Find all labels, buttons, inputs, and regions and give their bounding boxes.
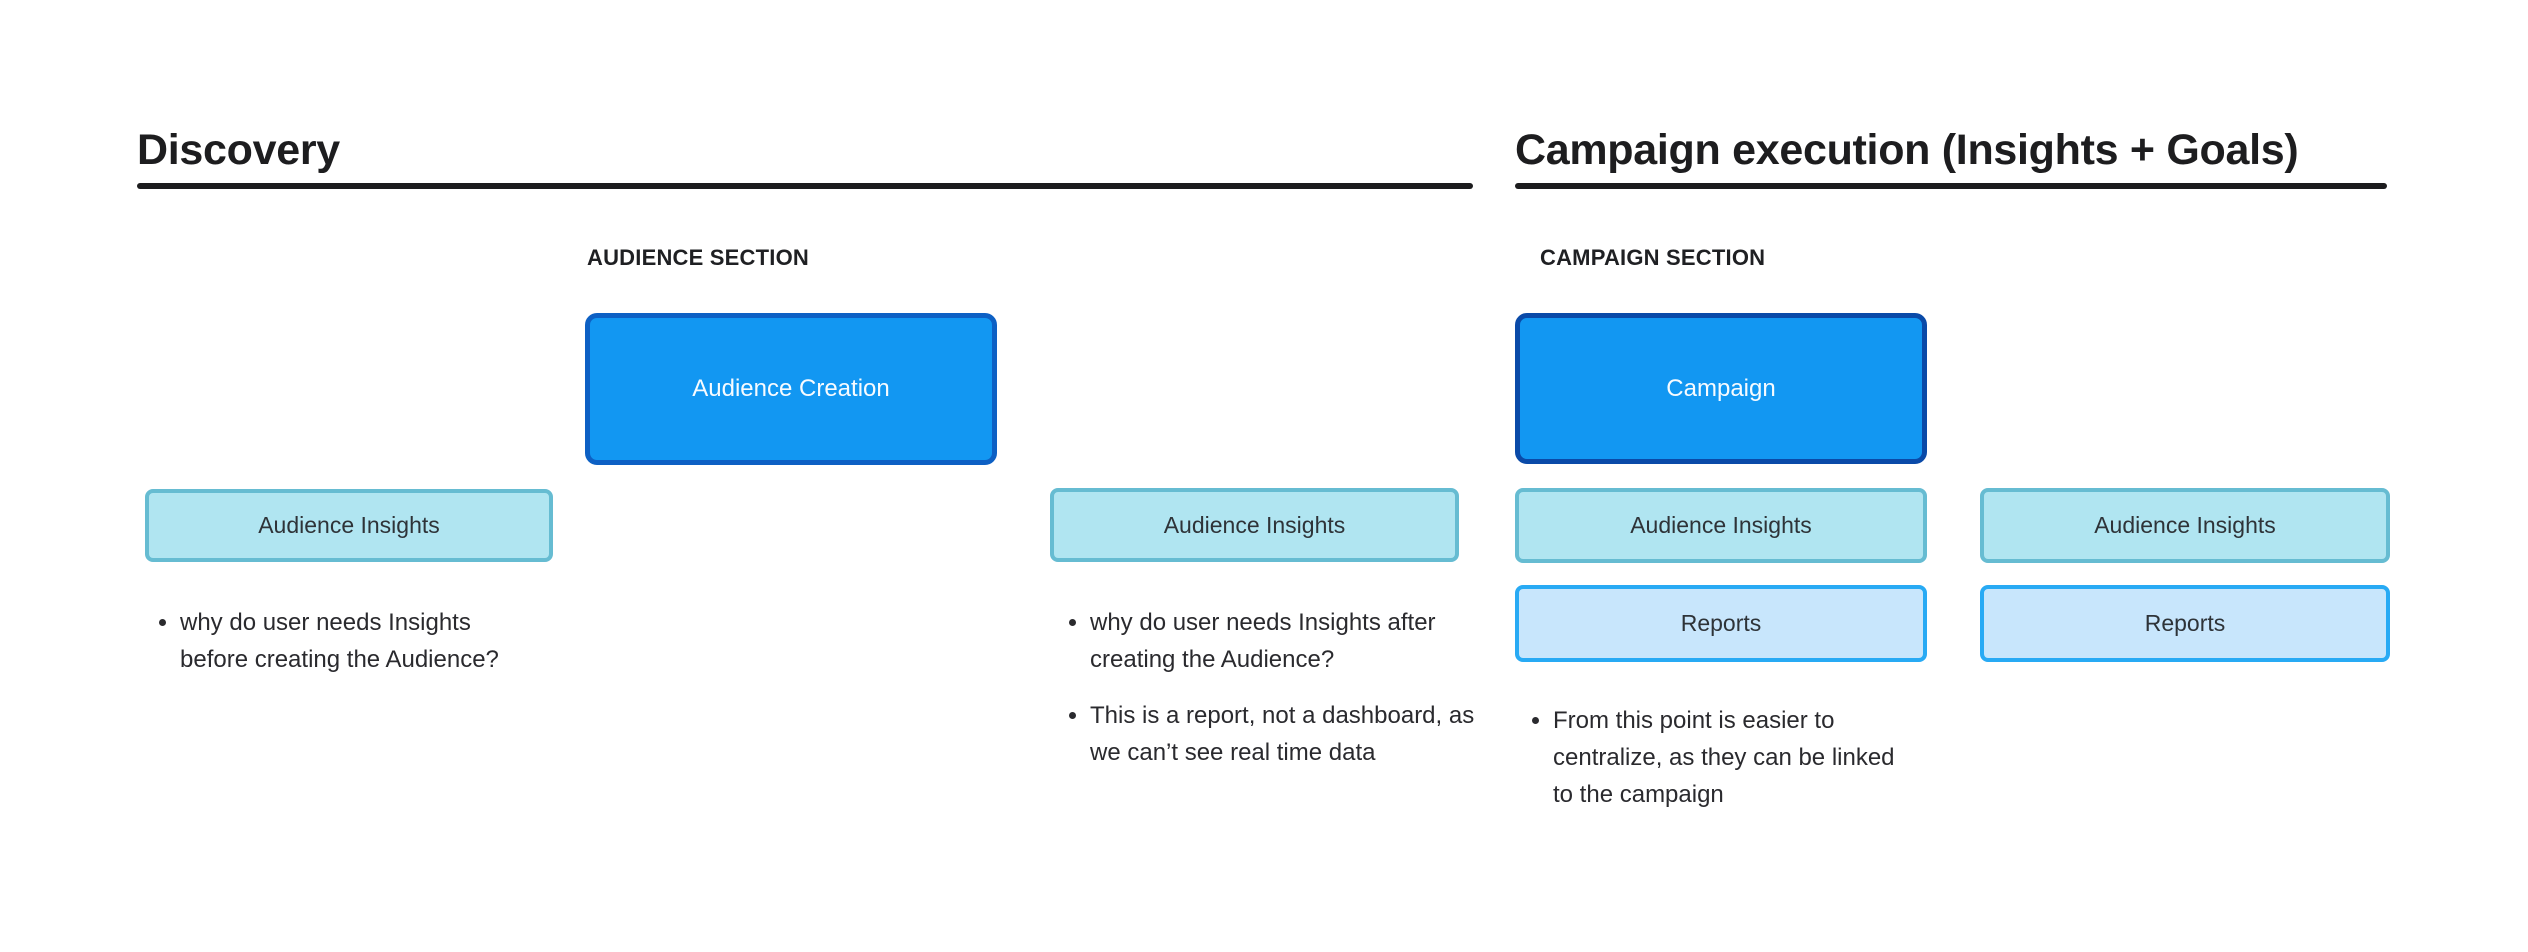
note-item: why do user needs Insights before creati…: [180, 604, 525, 678]
audience-insights-label: Audience Insights: [1163, 511, 1346, 538]
section-divider-discovery: [137, 183, 1473, 189]
subsection-label-audience-section: AUDIENCE SECTION: [587, 245, 809, 270]
audience-insights-label: Audience Insights: [258, 512, 440, 538]
audience-creation-box[interactable]: Audience Creation: [585, 313, 997, 465]
audience-insights-box-discovery-right[interactable]: Audience Insights: [1050, 488, 1459, 562]
reports-box-campaign-left[interactable]: Reports: [1515, 585, 1927, 662]
note-item: why do user needs Insights after creatin…: [1090, 604, 1485, 678]
audience-insights-box-discovery-left[interactable]: Audience Insights: [145, 489, 553, 562]
campaign-box[interactable]: Campaign: [1515, 313, 1927, 464]
notes-insights-after: why do user needs Insights after creatin…: [1060, 604, 1485, 771]
reports-box-campaign-right[interactable]: Reports: [1980, 585, 2390, 662]
audience-insights-box-campaign-left[interactable]: Audience Insights: [1515, 488, 1927, 563]
section-title-campaign-execution: Campaign execution (Insights + Goals): [1515, 126, 2299, 174]
section-divider-campaign-execution: [1515, 183, 2387, 189]
note-item: From this point is easier to centralize,…: [1553, 702, 1918, 813]
section-title-discovery: Discovery: [137, 126, 340, 174]
audience-insights-label: Audience Insights: [1630, 512, 1812, 538]
notes-insights-before: why do user needs Insights before creati…: [150, 604, 525, 678]
campaign-label: Campaign: [1666, 374, 1776, 402]
notes-reports-centralize: From this point is easier to centralize,…: [1523, 702, 1918, 813]
note-item: This is a report, not a dashboard, as we…: [1090, 697, 1485, 771]
reports-label: Reports: [1680, 610, 1762, 636]
audience-insights-box-campaign-right[interactable]: Audience Insights: [1980, 488, 2390, 563]
audience-insights-label: Audience Insights: [2094, 512, 2276, 538]
subsection-label-campaign-section: CAMPAIGN SECTION: [1540, 245, 1766, 270]
reports-label: Reports: [2144, 610, 2226, 636]
audience-creation-label: Audience Creation: [692, 375, 890, 402]
